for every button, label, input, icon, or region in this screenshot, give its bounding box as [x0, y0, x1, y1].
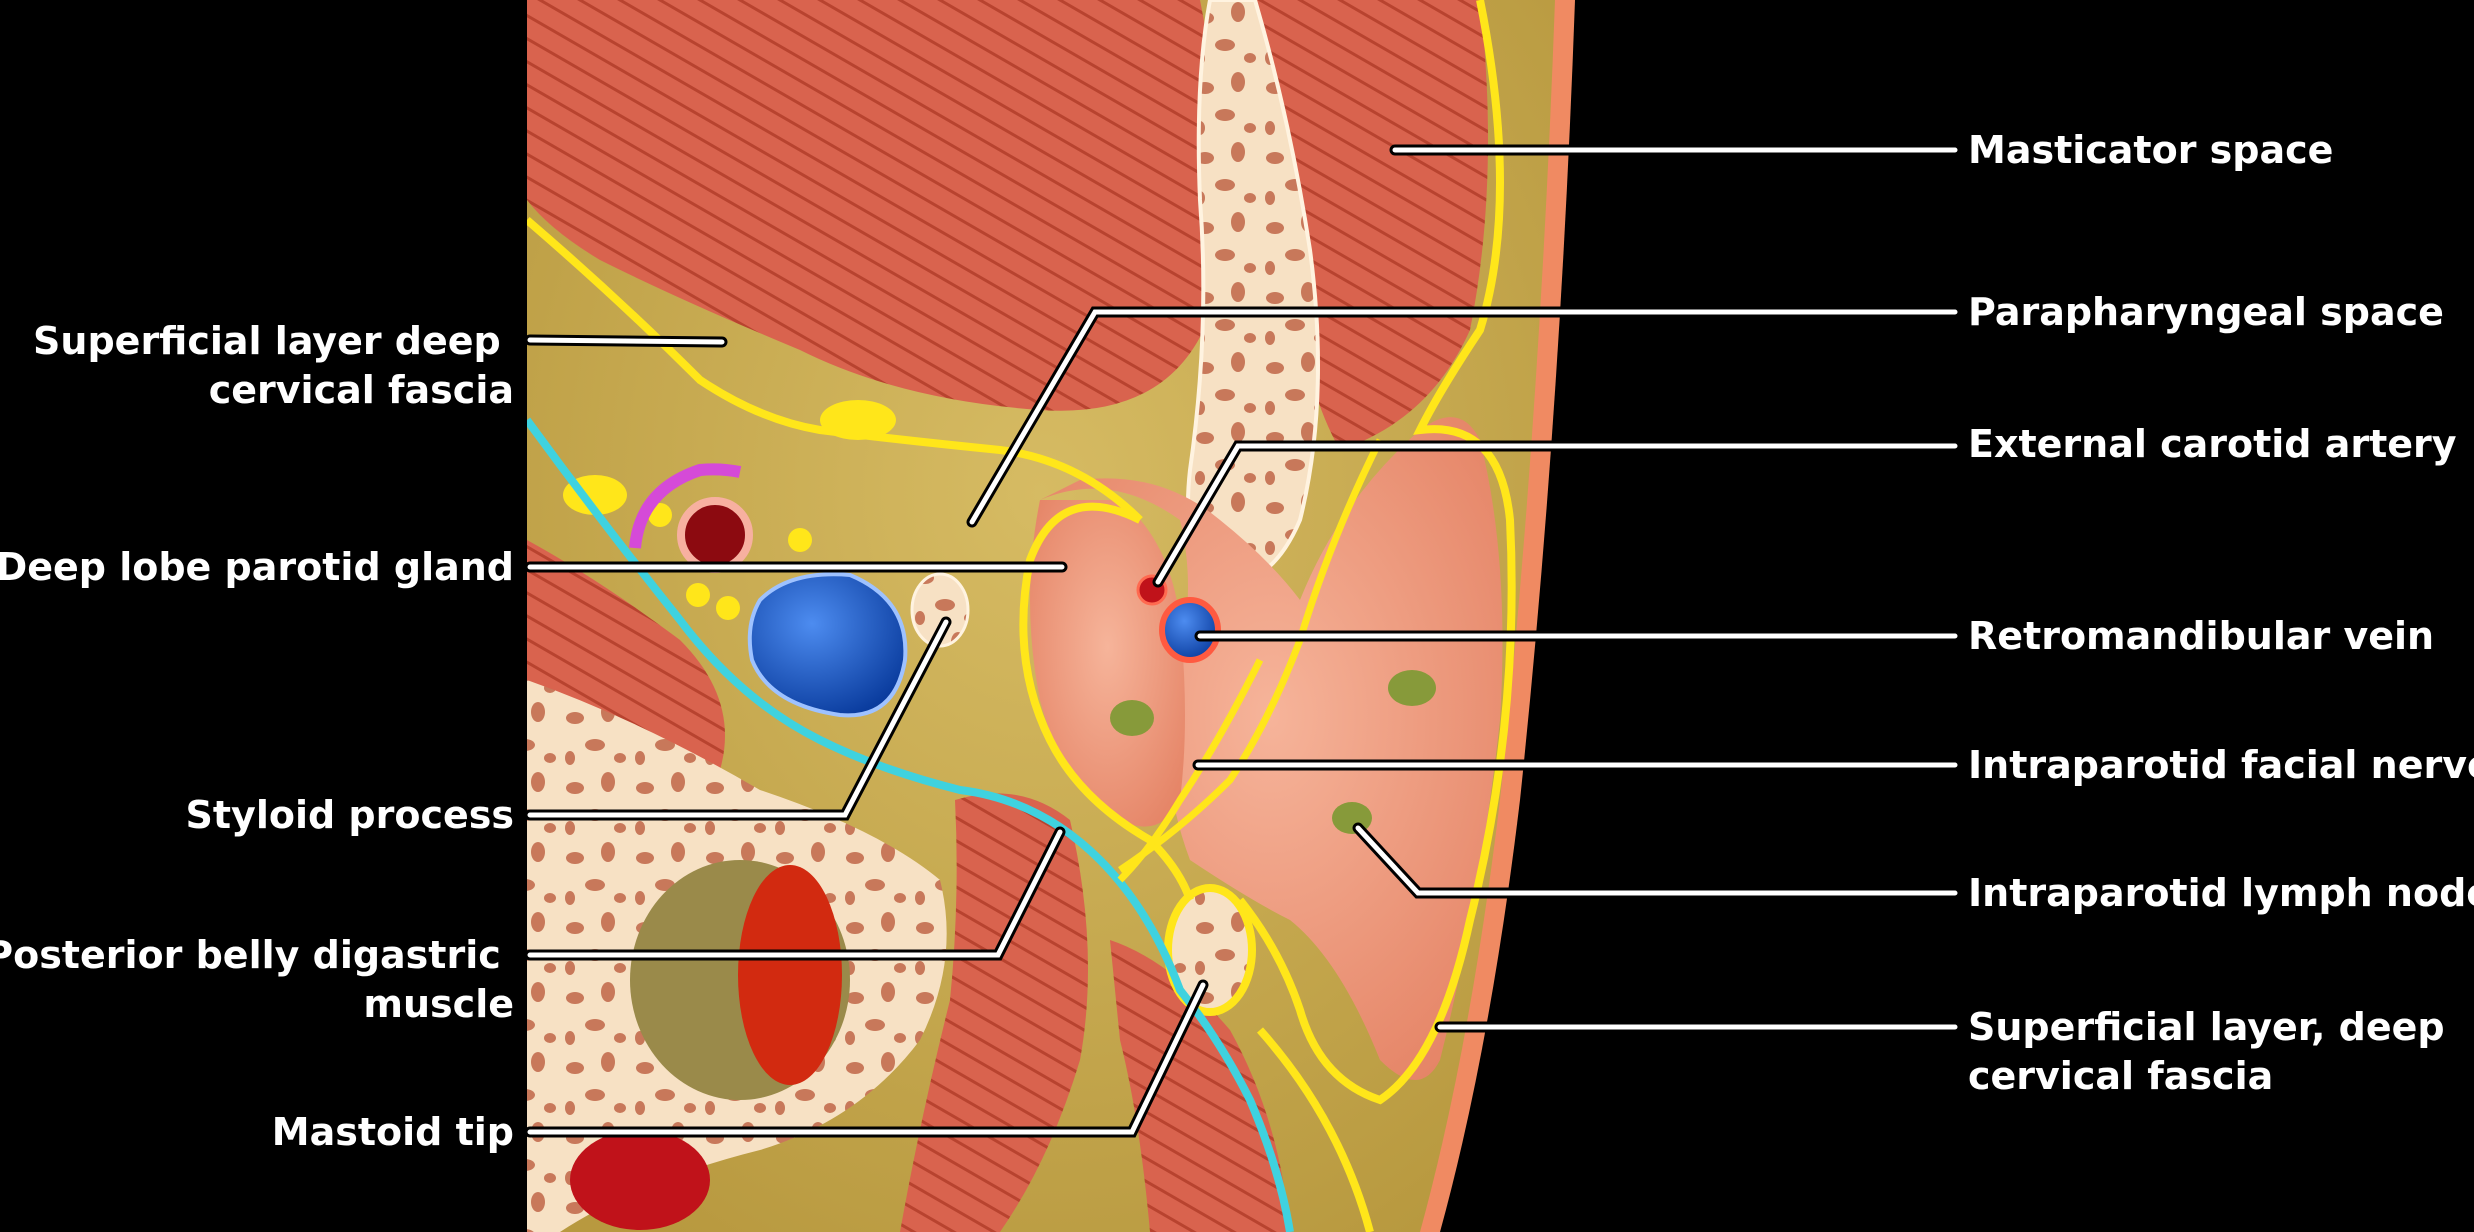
- lower-vessel: [570, 1130, 710, 1230]
- leader-posterior-belly-digastric: [524, 826, 1066, 961]
- carotid-sheath-arc: [629, 463, 742, 549]
- retromandibular: [1159, 597, 1221, 663]
- label-intraparotid-lymph-node: Intraparotid lymph node: [1968, 871, 2474, 915]
- fascia-node: [716, 596, 740, 620]
- styloid-bone: [910, 572, 970, 648]
- digastric-muscle: [900, 793, 1088, 1232]
- label-posterior-belly-digastric: Posterior belly digastric muscle: [0, 933, 514, 1026]
- leader-intraparotid-lymph-node: [1352, 822, 1961, 899]
- label-superficial-layer-left: Superficial layer deep cervical fascia: [33, 319, 514, 412]
- muscle-upper-left: [527, 0, 1220, 411]
- parotid-gland: [1040, 417, 1503, 1081]
- leader-mastoid-tip: [524, 979, 1209, 1138]
- cyan-fascia-line: [527, 417, 1294, 1232]
- facial-nerve: [1117, 658, 1264, 883]
- label-intraparotid-facial-nerve: Intraparotid facial nerve: [1968, 743, 2474, 787]
- mastoid-bone: [1164, 884, 1256, 1016]
- label-mastoid-tip: Mastoid tip: [272, 1110, 514, 1154]
- lymph-node: [1110, 700, 1154, 736]
- label-deep-lobe-parotid: Deep lobe parotid gland: [0, 545, 514, 589]
- leader-styloid-process: [524, 616, 952, 821]
- labels: Masticator space Parapharyngeal space Ex…: [0, 128, 2474, 1154]
- label-external-carotid-artery: External carotid artery: [1968, 422, 2457, 466]
- fascia-node: [686, 583, 710, 607]
- fascia-upper: [527, 216, 1143, 523]
- scm-muscle: [1110, 940, 1290, 1232]
- sigmoid-sinus: [738, 865, 842, 1085]
- leader-lines: [524, 144, 1961, 1138]
- cross-section-illustration: [527, 0, 1575, 1232]
- internal-carotid-artery: [677, 497, 753, 573]
- fascia-node: [788, 528, 812, 552]
- label-parapharyngeal-space: Parapharyngeal space: [1968, 290, 2444, 334]
- fascia-inner-right: [1118, 438, 1384, 873]
- label-styloid-process: Styloid process: [186, 793, 514, 837]
- muscle-left-mid: [527, 540, 725, 770]
- internal-jugular-vein: [747, 572, 908, 718]
- fascia-node: [820, 400, 896, 440]
- label-retromandibular-vein: Retromandibular vein: [1968, 614, 2434, 658]
- leader-parapharyngeal-space: [966, 306, 1961, 528]
- fascia-lower: [1257, 1027, 1374, 1232]
- leader-external-carotid-artery: [1152, 440, 1961, 588]
- lymph-node: [1388, 670, 1436, 706]
- label-superficial-layer-right: Superficial layer, deep cervical fascia: [1968, 1005, 2458, 1098]
- label-masticator-space: Masticator space: [1968, 128, 2333, 172]
- leader-superficial-layer-left: [524, 334, 728, 348]
- fascia-right-outer: [1236, 0, 1516, 1105]
